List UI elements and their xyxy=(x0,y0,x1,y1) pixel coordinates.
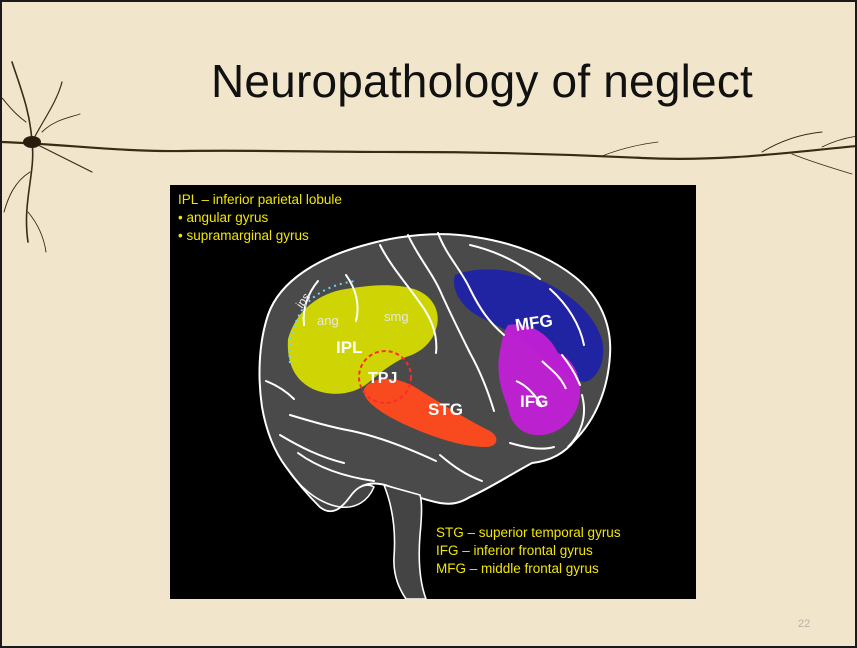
legend-ipl-heading: IPL – inferior parietal lobule xyxy=(178,191,342,209)
legend-gyri: STG – superior temporal gyrus IFG – infe… xyxy=(436,524,621,578)
brain-figure-panel: ips ang smg IPL TPJ STG MFG IFG IPL – in… xyxy=(170,185,696,599)
slide-title: Neuropathology of neglect xyxy=(152,54,812,108)
tpj-label: TPJ xyxy=(368,370,397,387)
legend-ipl: IPL – inferior parietal lobule • angular… xyxy=(178,191,342,245)
legend-ipl-item: • angular gyrus xyxy=(178,209,342,227)
ang-label: ang xyxy=(317,313,339,328)
page-number: 22 xyxy=(798,618,810,630)
legend-ipl-item: • supramarginal gyrus xyxy=(178,227,342,245)
stg-label: STG xyxy=(428,400,463,419)
legend-gyri-item: IFG – inferior frontal gyrus xyxy=(436,542,621,560)
brainstem xyxy=(384,485,426,599)
smg-label: smg xyxy=(384,309,409,324)
legend-gyri-item: STG – superior temporal gyrus xyxy=(436,524,621,542)
legend-gyri-item: MFG – middle frontal gyrus xyxy=(436,560,621,578)
ifg-label: IFG xyxy=(520,392,548,411)
ipl-label: IPL xyxy=(336,338,362,357)
